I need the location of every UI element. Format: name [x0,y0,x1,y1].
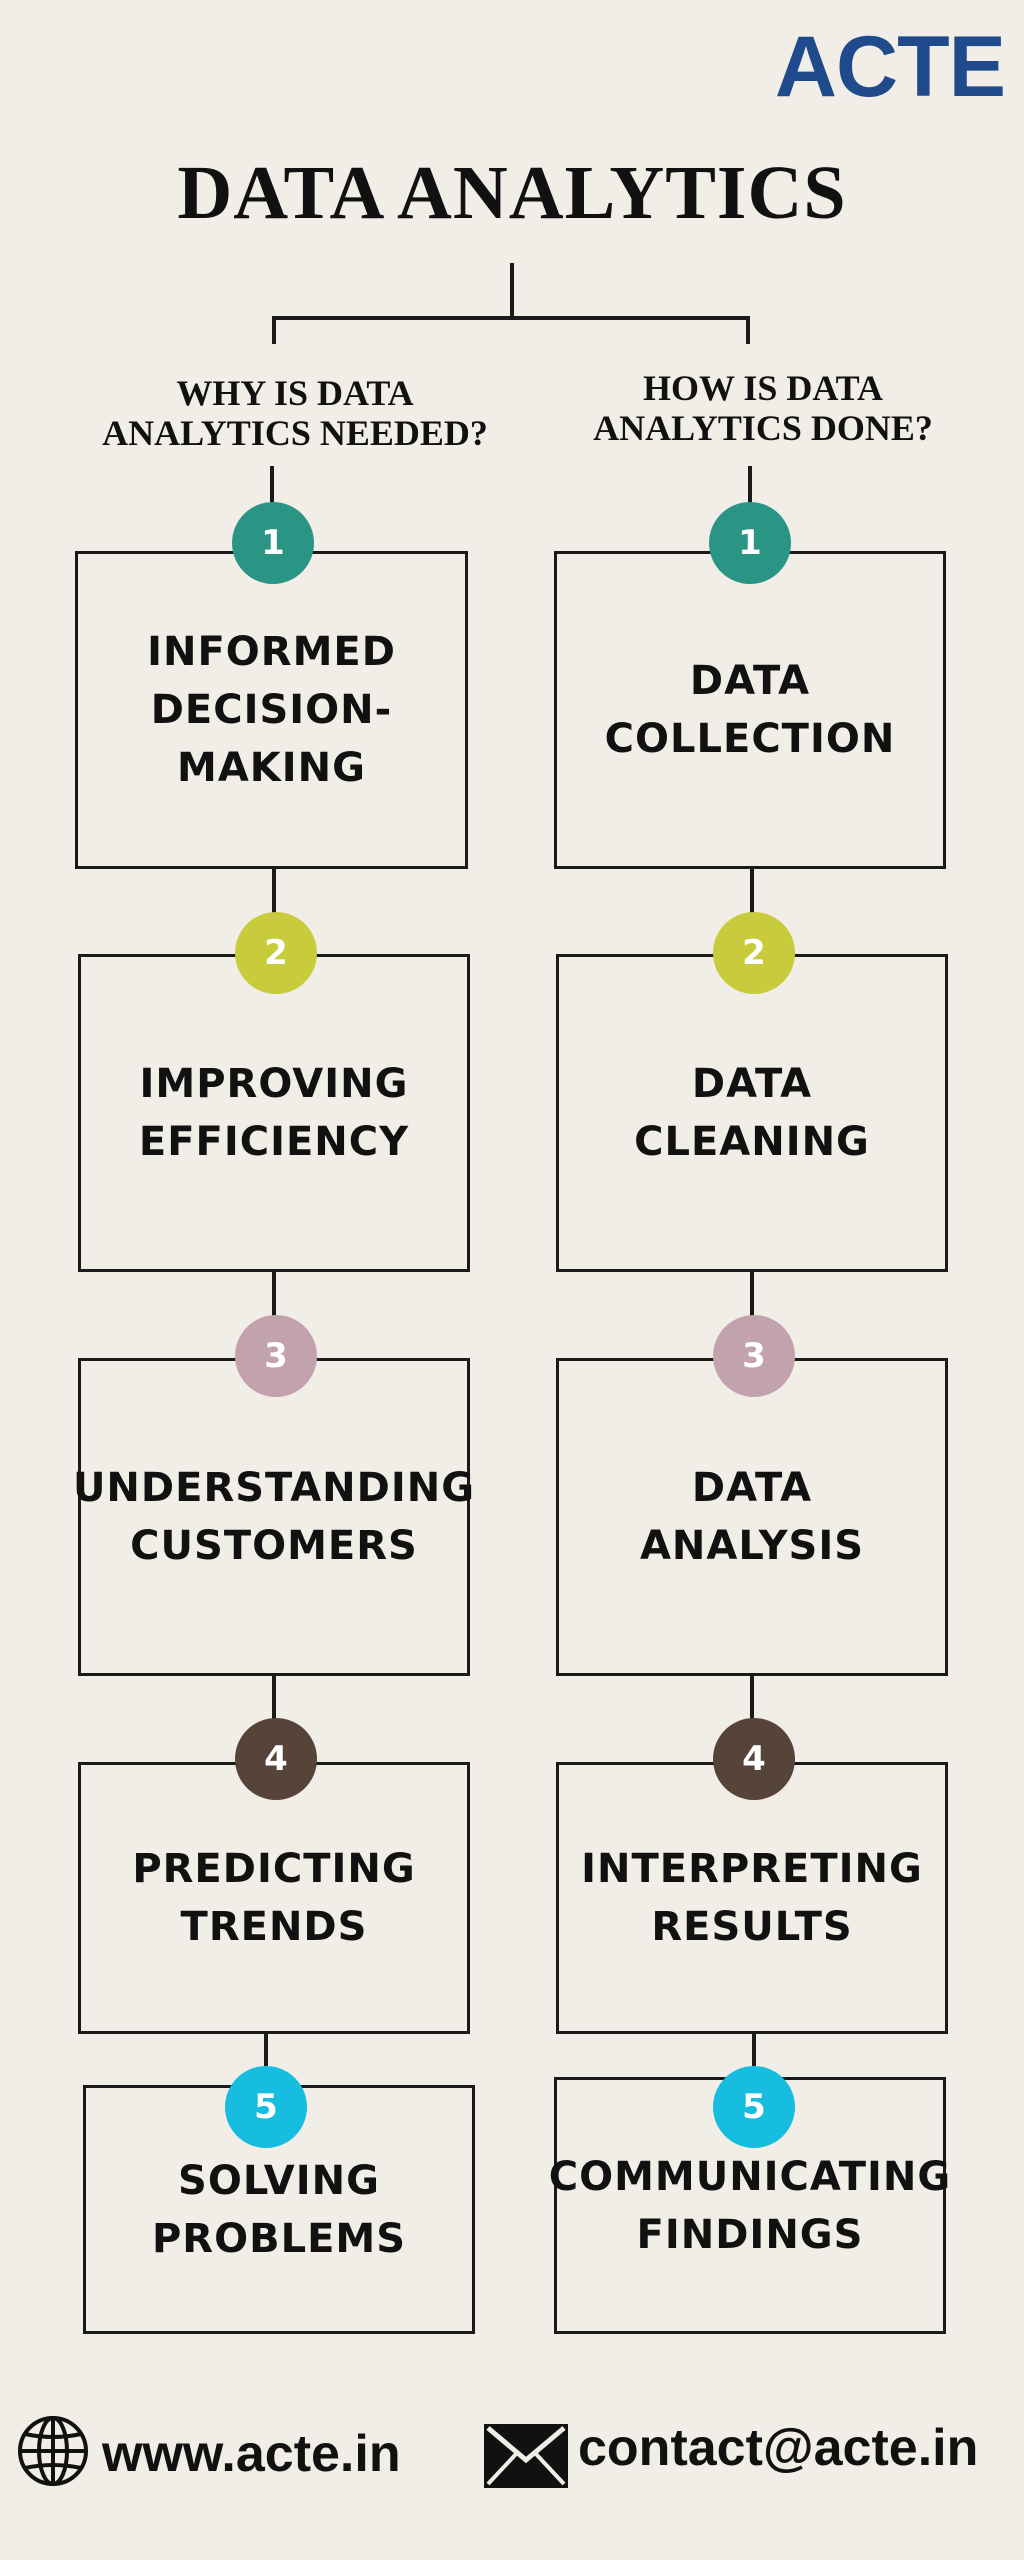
why-step-1-badge: 1 [232,502,314,584]
why-step-2-badge: 2 [235,912,317,994]
how-step-4-badge: 4 [713,1718,795,1800]
why-heading-line-1: WHY IS DATA [176,373,414,413]
how-step-1-box: DATA COLLECTION [554,551,946,869]
why-step-1-box: INFORMED DECISION- MAKING [75,551,468,869]
page-title: DATA ANALYTICS [177,151,847,235]
how-step-2-box: DATA CLEANING [556,954,948,1272]
why-step-4-box: PREDICTING TRENDS [78,1762,470,2034]
why-step-3-label: UNDERSTANDING CUSTOMERS [72,1465,476,1569]
why-step-4-badge: 4 [235,1718,317,1800]
how-step-3-box: DATA ANALYSIS [556,1358,948,1676]
why-heading-line-2: ANALYTICS NEEDED? [102,413,488,453]
how-step-3-badge: 3 [713,1315,795,1397]
why-step-3-badge: 3 [235,1315,317,1397]
how-step-1-label: DATA COLLECTION [604,658,896,762]
how-step-5-box: COMMUNICATING FINDINGS [549,2077,950,2334]
why-step-2-label: IMPROVING EFFICIENCY [138,1061,410,1165]
globe-icon [18,2416,88,2486]
how-step-5-badge: 5 [713,2066,795,2148]
acte-logo: ACTE [774,19,1006,115]
how-step-4-box: INTERPRETING RESULTS [556,1762,948,2034]
how-step-2-label: DATA CLEANING [634,1061,870,1165]
why-step-3-box: UNDERSTANDING CUSTOMERS [73,1358,474,1676]
how-heading-line-2: ANALYTICS DONE? [593,408,933,448]
how-step-2-badge: 2 [713,912,795,994]
how-step-1-badge: 1 [709,502,791,584]
why-heading: WHY IS DATA ANALYTICS NEEDED? [70,373,520,453]
why-step-1-label: INFORMED DECISION- MAKING [147,629,396,791]
how-step-3-label: DATA ANALYSIS [639,1465,865,1569]
how-heading: HOW IS DATA ANALYTICS DONE? [538,368,988,448]
why-step-4-label: PREDICTING TRENDS [132,1846,416,1950]
how-step-4-label: INTERPRETING RESULTS [581,1846,923,1950]
email-link[interactable]: contact@acte.in [578,2419,979,2477]
why-step-2-box: IMPROVING EFFICIENCY [78,954,470,1272]
how-heading-line-1: HOW IS DATA [642,368,884,408]
why-step-5-badge: 5 [225,2066,307,2148]
envelope-icon [484,2424,568,2488]
why-step-5-label: SOLVING PROBLEMS [151,2157,407,2262]
website-link[interactable]: www.acte.in [102,2425,401,2483]
how-step-5-label: COMMUNICATING FINDINGS [548,2153,952,2258]
